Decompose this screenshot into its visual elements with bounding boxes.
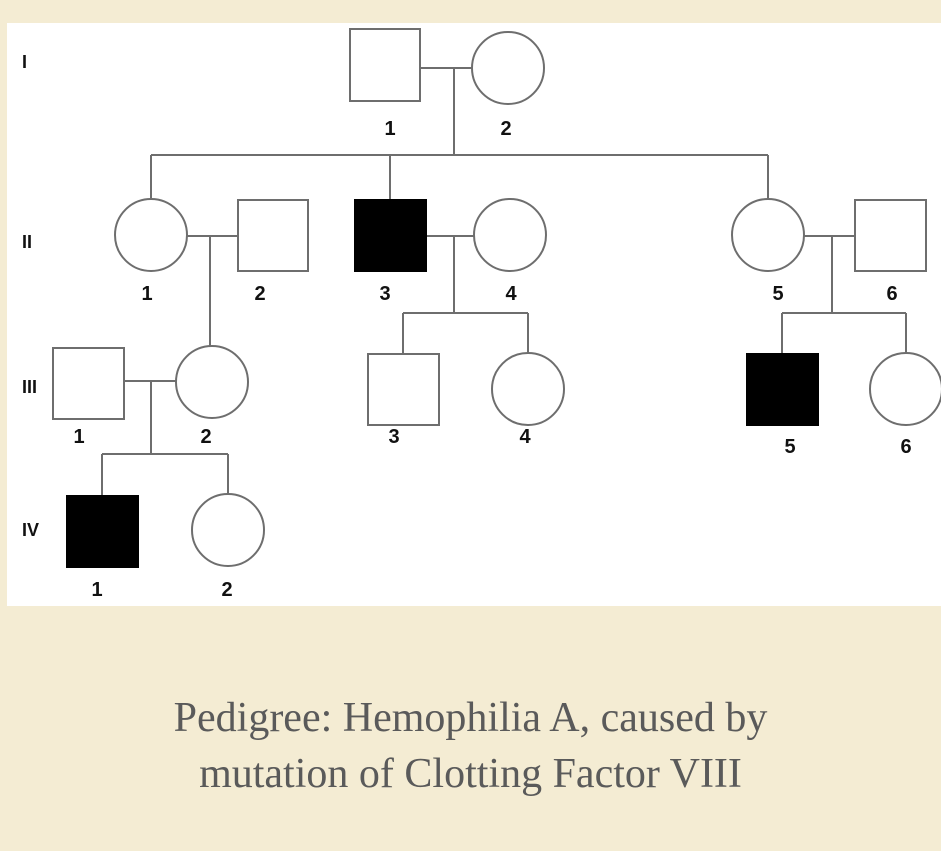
individual-II-3-symbol <box>354 199 427 272</box>
caption-line-1: Pedigree: Hemophilia A, caused by <box>173 695 768 741</box>
individual-III-2-label: 2 <box>200 426 211 448</box>
individual-III-6-symbol <box>869 352 941 426</box>
generation-label-IV: IV <box>22 520 39 540</box>
individual-III-4-label: 4 <box>519 426 531 448</box>
individual-III-3-label: 3 <box>388 426 399 448</box>
individual-II-2-label: 2 <box>254 283 265 305</box>
individual-III-4-symbol <box>491 352 565 426</box>
individual-II-1-symbol <box>114 198 188 272</box>
pedigree-lines <box>101 67 907 496</box>
generation-label-III: III <box>22 377 37 397</box>
individual-III-5-label: 5 <box>784 436 795 458</box>
caption-line-2: mutation of Clotting Factor VIII <box>199 751 742 797</box>
individual-II-4-symbol <box>473 198 547 272</box>
individual-IV-1-symbol <box>66 495 139 568</box>
individual-II-1-label: 1 <box>141 283 152 305</box>
individual-III-2-symbol <box>175 345 249 419</box>
individual-II-3-label: 3 <box>379 283 390 305</box>
individual-II-5-label: 5 <box>772 283 783 305</box>
individual-I-1-label: 1 <box>384 118 395 140</box>
individual-IV-2-label: 2 <box>221 579 232 601</box>
individual-II-4-label: 4 <box>505 283 517 305</box>
individual-IV-2-symbol <box>191 493 265 567</box>
individual-II-2-symbol <box>237 199 309 272</box>
individual-II-6-symbol <box>854 199 927 272</box>
generation-label-I: I <box>22 52 27 72</box>
individual-III-5-symbol <box>746 353 819 426</box>
individual-III-1-label: 1 <box>73 426 84 448</box>
individual-I-2-symbol <box>471 31 545 105</box>
individual-II-5-symbol <box>731 198 805 272</box>
individual-I-2-label: 2 <box>500 118 511 140</box>
individual-III-1-symbol <box>52 347 125 420</box>
individual-III-6-label: 6 <box>900 436 911 458</box>
generation-label-II: II <box>22 232 32 252</box>
pedigree-chart: I II III IV <box>22 28 941 601</box>
pedigree-panel: I II III IV <box>7 23 941 606</box>
individual-I-1-symbol <box>349 28 421 102</box>
figure-caption: Pedigree: Hemophilia A, caused by mutati… <box>0 690 941 802</box>
individual-II-6-label: 6 <box>886 283 897 305</box>
individual-III-3-symbol <box>367 353 440 426</box>
individual-IV-1-label: 1 <box>91 579 102 601</box>
